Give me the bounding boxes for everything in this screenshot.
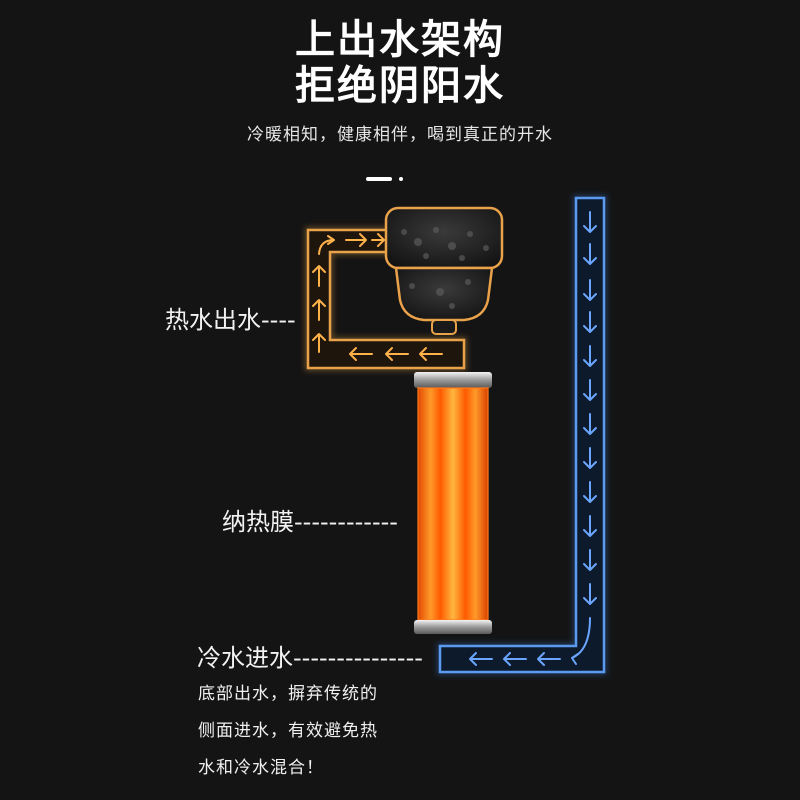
cold-water-in-label: 冷水进水---------------: [197, 644, 423, 672]
hot-water-out-label: 热水出水----: [165, 306, 296, 334]
flow-arrow-icon: [583, 447, 597, 469]
flow-arrow-icon: [583, 379, 597, 401]
flow-arrow-icon: [583, 243, 597, 265]
flow-arrow-icon: [312, 265, 326, 287]
flow-arrow-icon: [583, 345, 597, 367]
note-line-2: 侧面进水，有效避免热: [198, 721, 378, 741]
flow-arrow-icon: [583, 211, 597, 233]
flow-arrow-icon: [312, 333, 326, 353]
heating-tube-icon: [414, 372, 492, 634]
flow-arrow-icon: [503, 652, 527, 666]
cold-water-channel: [437, 195, 607, 675]
flow-arrow-icon: [312, 299, 326, 321]
flow-arrow-icon: [583, 549, 597, 571]
note-line-3: 水和冷水混合！: [198, 758, 324, 778]
flow-arrow-icon: [318, 235, 335, 255]
flow-arrow-icon: [385, 347, 409, 361]
flow-arrow-icon: [583, 583, 597, 605]
flow-arrow-icon: [371, 233, 385, 247]
flow-arrow-icon: [345, 233, 367, 247]
cold-arrows-left: [469, 652, 561, 666]
flow-arrow-icon: [583, 413, 597, 435]
flow-arrow-icon: [419, 347, 443, 361]
flow-arrow-icon: [537, 652, 561, 666]
subtitle: 冷暖相知，健康相伴，喝到真正的开水: [247, 125, 553, 145]
cold-arrows-down: [571, 211, 597, 665]
flow-arrow-icon: [469, 652, 493, 666]
title-line-1: 上出水架构: [295, 17, 505, 63]
flow-arrow-icon: [583, 481, 597, 503]
note-line-1: 底部出水，摒弃传统的: [198, 684, 378, 704]
flow-arrow-icon: [571, 617, 591, 665]
divider-dash: [366, 177, 392, 181]
title-line-2: 拒绝阴阳水: [295, 63, 505, 109]
description-note: 底部出水，摒弃传统的 侧面进水，有效避免热 水和冷水混合！: [198, 676, 378, 787]
hot-arrows: [312, 233, 443, 361]
flow-arrow-icon: [583, 515, 597, 537]
dispenser-head-icon: [384, 206, 504, 335]
membrane-label: 纳热膜------------: [222, 508, 398, 536]
flow-arrow-icon: [583, 311, 597, 333]
flow-arrow-icon: [349, 347, 373, 361]
divider-dot: [399, 177, 403, 181]
flow-arrow-icon: [583, 279, 597, 301]
